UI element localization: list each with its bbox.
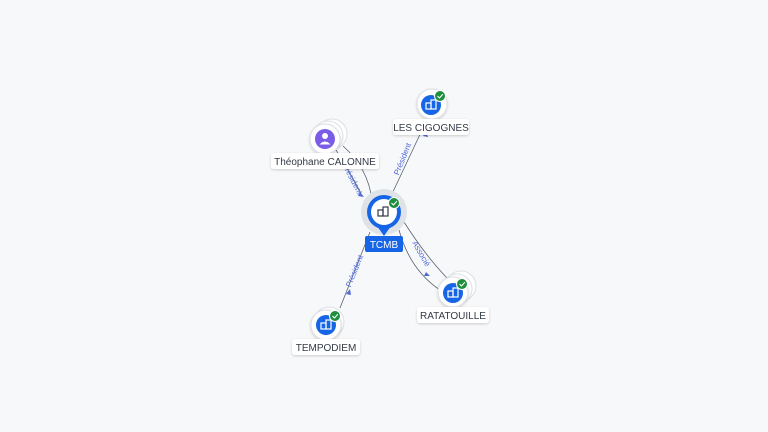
node-label-theophane: Théophane CALONNE (274, 157, 376, 168)
node-ratatouille[interactable]: RATATOUILLE (417, 270, 489, 323)
node-theophane[interactable]: Théophane CALONNE (271, 118, 379, 169)
edge-label-tcmb-tempodiem: Président (344, 253, 365, 288)
node-tempodiem[interactable]: TEMPODIEM (292, 306, 360, 355)
verified-check-icon (434, 90, 446, 102)
node-center-tcmb[interactable]: TCMB (361, 189, 407, 252)
verified-check-icon (388, 197, 400, 209)
node-label-tempodiem: TEMPODIEM (296, 343, 357, 354)
verified-check-icon (456, 278, 468, 290)
edge-label-tcmb-ratatouille: Associé (410, 239, 432, 268)
edge-tcmb-ratatouille[interactable]: Associé (398, 221, 448, 291)
person-icon (315, 129, 335, 149)
building-icon (377, 206, 389, 217)
node-label-center: TCMB (370, 240, 399, 251)
node-cigognes[interactable]: LES CIGOGNES (393, 88, 469, 135)
node-label-cigognes: LES CIGOGNES (393, 123, 469, 134)
edge-tcmb-cigognes[interactable]: Président (390, 127, 428, 197)
node-label-ratatouille: RATATOUILLE (420, 311, 486, 322)
verified-check-icon (329, 310, 341, 322)
